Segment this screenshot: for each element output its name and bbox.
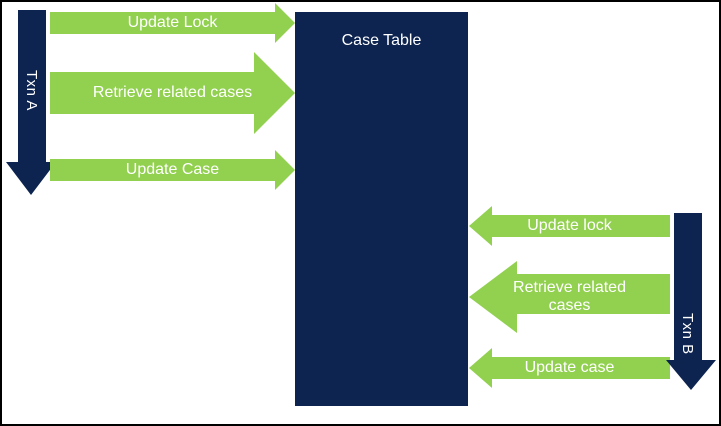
arrow-txn-a-update-lock-label: Update Lock [127, 14, 218, 31]
arrow-txn-a-retrieve-related-cases: Retrieve related cases [50, 52, 295, 134]
txn-b-label: Txn B [679, 313, 696, 355]
txn-b-down-arrow: Txn B [666, 213, 716, 390]
arrow-txn-b-update-lock: Update lock [469, 206, 670, 246]
txn-a-down-arrow: Txn A [6, 10, 56, 195]
arrow-txn-b-update-case-label: Update case [524, 359, 615, 376]
txn-a-label: Txn A [23, 70, 40, 111]
arrow-txn-a-update-lock: Update Lock [50, 3, 295, 43]
arrow-txn-a-update-case-label: Update Case [125, 161, 220, 178]
arrow-txn-b-retrieve-related-cases: Retrieve related cases [469, 261, 670, 333]
arrow-txn-a-retrieve-related-cases-label: Retrieve related cases [92, 84, 253, 101]
arrow-txn-a-update-case: Update Case [50, 150, 295, 190]
arrow-txn-b-update-lock-label: Update lock [527, 217, 612, 234]
arrow-txn-b-retrieve-related-cases-label: Retrieve related cases [513, 278, 626, 314]
arrow-txn-b-update-case: Update case [469, 348, 670, 388]
case-table-label: Case Table [341, 32, 422, 49]
case-table-block: Case Table [295, 12, 468, 406]
